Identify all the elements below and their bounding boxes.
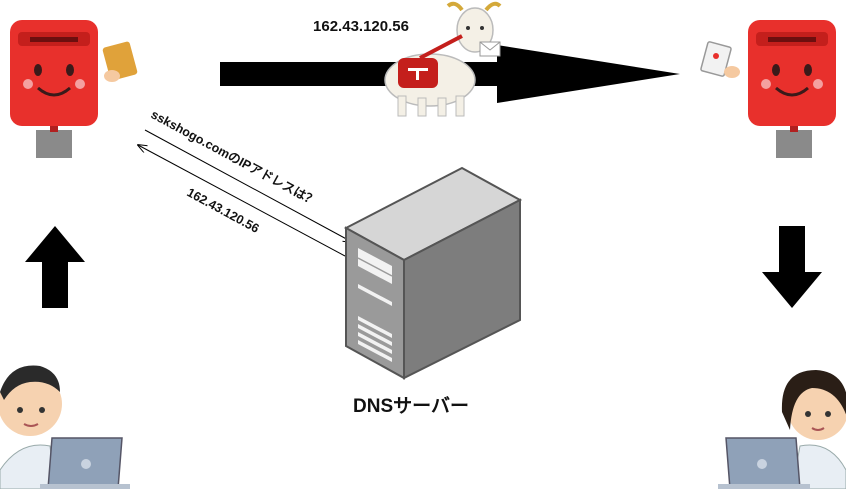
goat-mail-carrier-icon xyxy=(384,1,502,117)
man-with-laptop-icon xyxy=(0,365,130,489)
top-ip-label: 162.43.120.56 xyxy=(313,18,409,35)
arrow-down-icon xyxy=(762,226,822,308)
dns-answer-arrow xyxy=(138,145,346,257)
right-postbox-icon xyxy=(700,20,836,158)
left-postbox-icon xyxy=(10,20,138,158)
dns-query-label: sskshogo.comのIPアドレスは？ xyxy=(149,107,320,208)
dns-answer-label: 162.43.120.56 xyxy=(185,185,262,235)
dns-server-label: DNSサーバー xyxy=(353,395,469,417)
woman-with-laptop-icon xyxy=(718,370,846,489)
server-icon xyxy=(343,166,523,380)
arrow-up-icon xyxy=(25,226,85,308)
dns-query-arrow xyxy=(144,129,352,242)
